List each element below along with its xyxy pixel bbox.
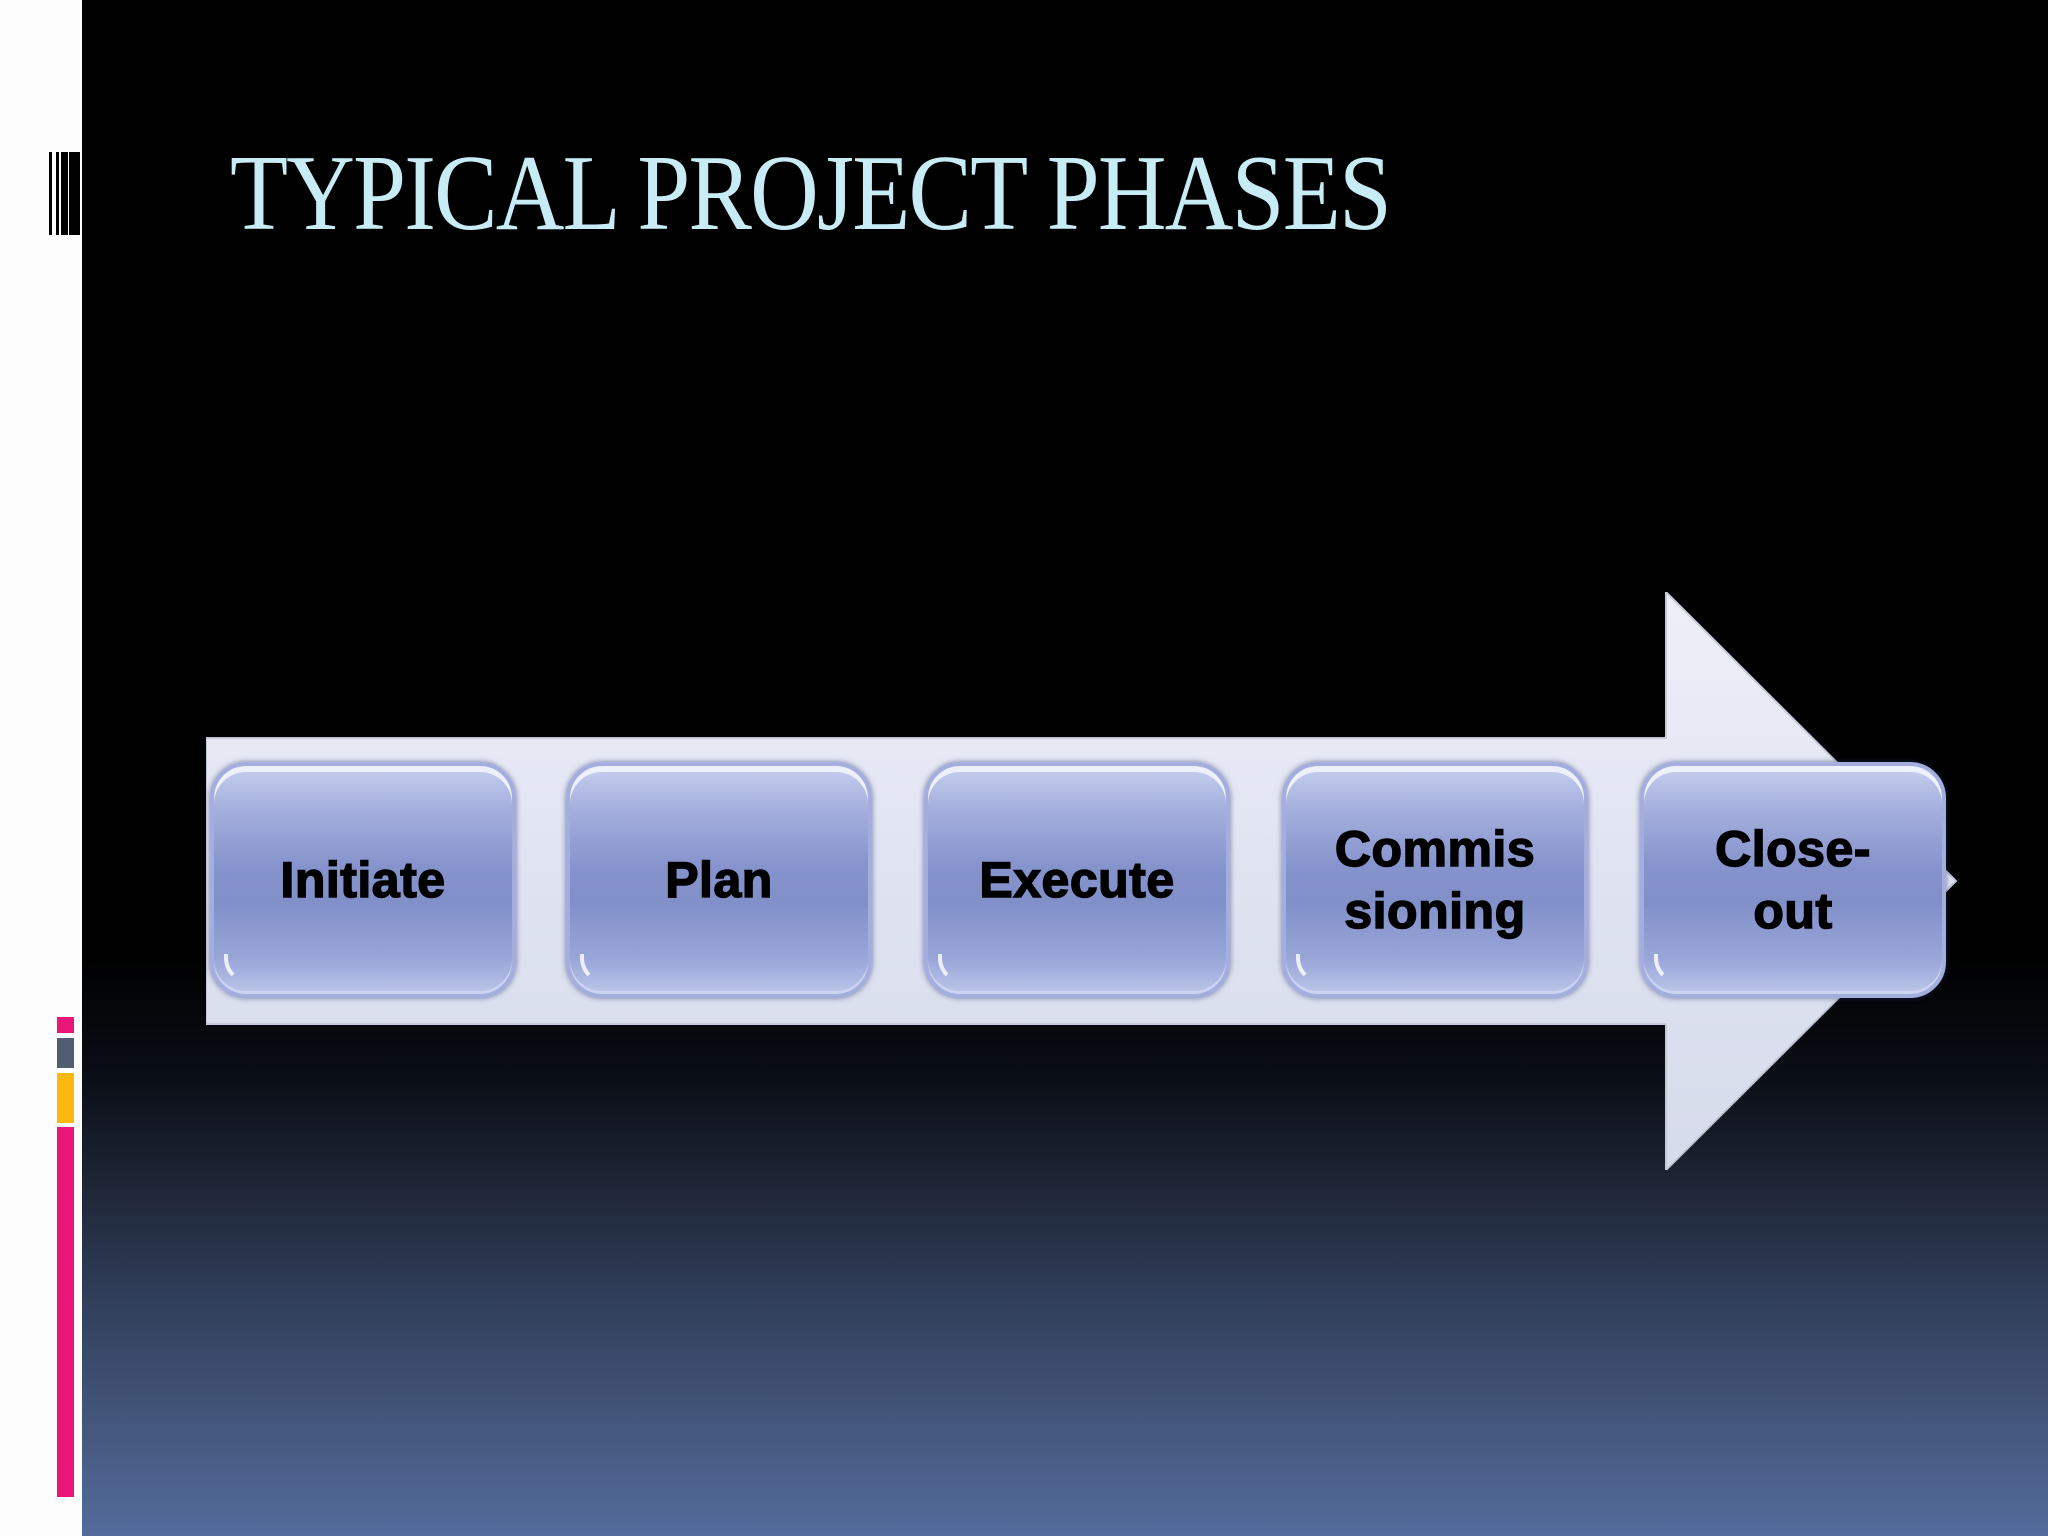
- phase-box-plan: Plan: [566, 762, 872, 998]
- phase-label: Initiate: [280, 851, 446, 909]
- phase-box-closeout: Close- out: [1640, 762, 1946, 998]
- phase-label: Close- out: [1714, 820, 1871, 940]
- decorative-bar: [56, 152, 59, 235]
- phase-box-initiate: Initiate: [210, 762, 516, 998]
- left-margin-strip: [0, 0, 82, 1536]
- accent-bar-pink-small: [57, 1017, 74, 1033]
- slide-title: TYPICAL PROJECT PHASES: [230, 134, 1392, 253]
- accent-bar-pink-long: [57, 1127, 74, 1497]
- phase-label: Commis sioning: [1334, 820, 1536, 940]
- phase-label: Execute: [979, 851, 1175, 909]
- gloss-highlight: [224, 954, 254, 984]
- accent-bar-gray: [57, 1038, 74, 1068]
- accent-bar-yellow: [57, 1073, 74, 1123]
- phase-label: Plan: [664, 851, 773, 909]
- phase-box-commissioning: Commis sioning: [1282, 762, 1588, 998]
- gloss-highlight: [1296, 954, 1326, 984]
- decorative-bar: [61, 152, 68, 235]
- gloss-highlight: [580, 954, 610, 984]
- gloss-highlight: [938, 954, 968, 984]
- decorative-bar: [69, 152, 80, 235]
- gloss-highlight: [1654, 954, 1684, 984]
- decorative-bar: [49, 152, 52, 235]
- phase-box-execute: Execute: [924, 762, 1230, 998]
